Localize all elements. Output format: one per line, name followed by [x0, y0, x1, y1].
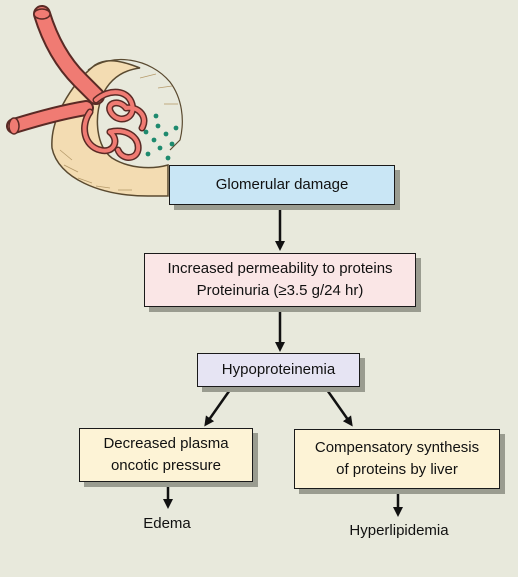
synthesis-label-line2: of proteins by liver	[336, 461, 458, 478]
permeability-label: Increased permeability to proteins	[167, 260, 393, 277]
edema-label: Edema	[143, 515, 191, 532]
hypoproteinemia-box: Hypoproteinemia	[197, 353, 360, 387]
oncotic-label-line1: Decreased plasma	[103, 435, 229, 452]
glomerulus-illustration	[6, 5, 183, 197]
synthesis-label-line1: Compensatory synthesis	[314, 439, 480, 456]
permeability-box: Increased permeability to proteins Prote…	[144, 253, 416, 307]
flow-arrows	[163, 206, 403, 517]
protein-leak-dots	[143, 113, 179, 161]
bowman-capsule	[51, 60, 169, 197]
hyperlipidemia-label: Hyperlipidemia	[349, 522, 449, 539]
oncotic-label-line2: oncotic pressure	[110, 457, 222, 474]
glomerular-damage-box: Glomerular damage	[169, 165, 395, 205]
proteinuria-label: Proteinuria (≥3.5 g/24 hr)	[196, 282, 364, 299]
arrow-hypoproteinemia-to-oncotic	[204, 386, 234, 427]
liver-synthesis-box: Compensatory synthesis of proteins by li…	[294, 429, 500, 489]
oncotic-pressure-box: Decreased plasma oncotic pressure	[79, 428, 253, 482]
glomerular-damage-label: Glomerular damage	[215, 176, 349, 193]
hypoproteinemia-label: Hypoproteinemia	[221, 361, 336, 378]
arrow-hypoproteinemia-to-synthesis	[323, 386, 353, 427]
